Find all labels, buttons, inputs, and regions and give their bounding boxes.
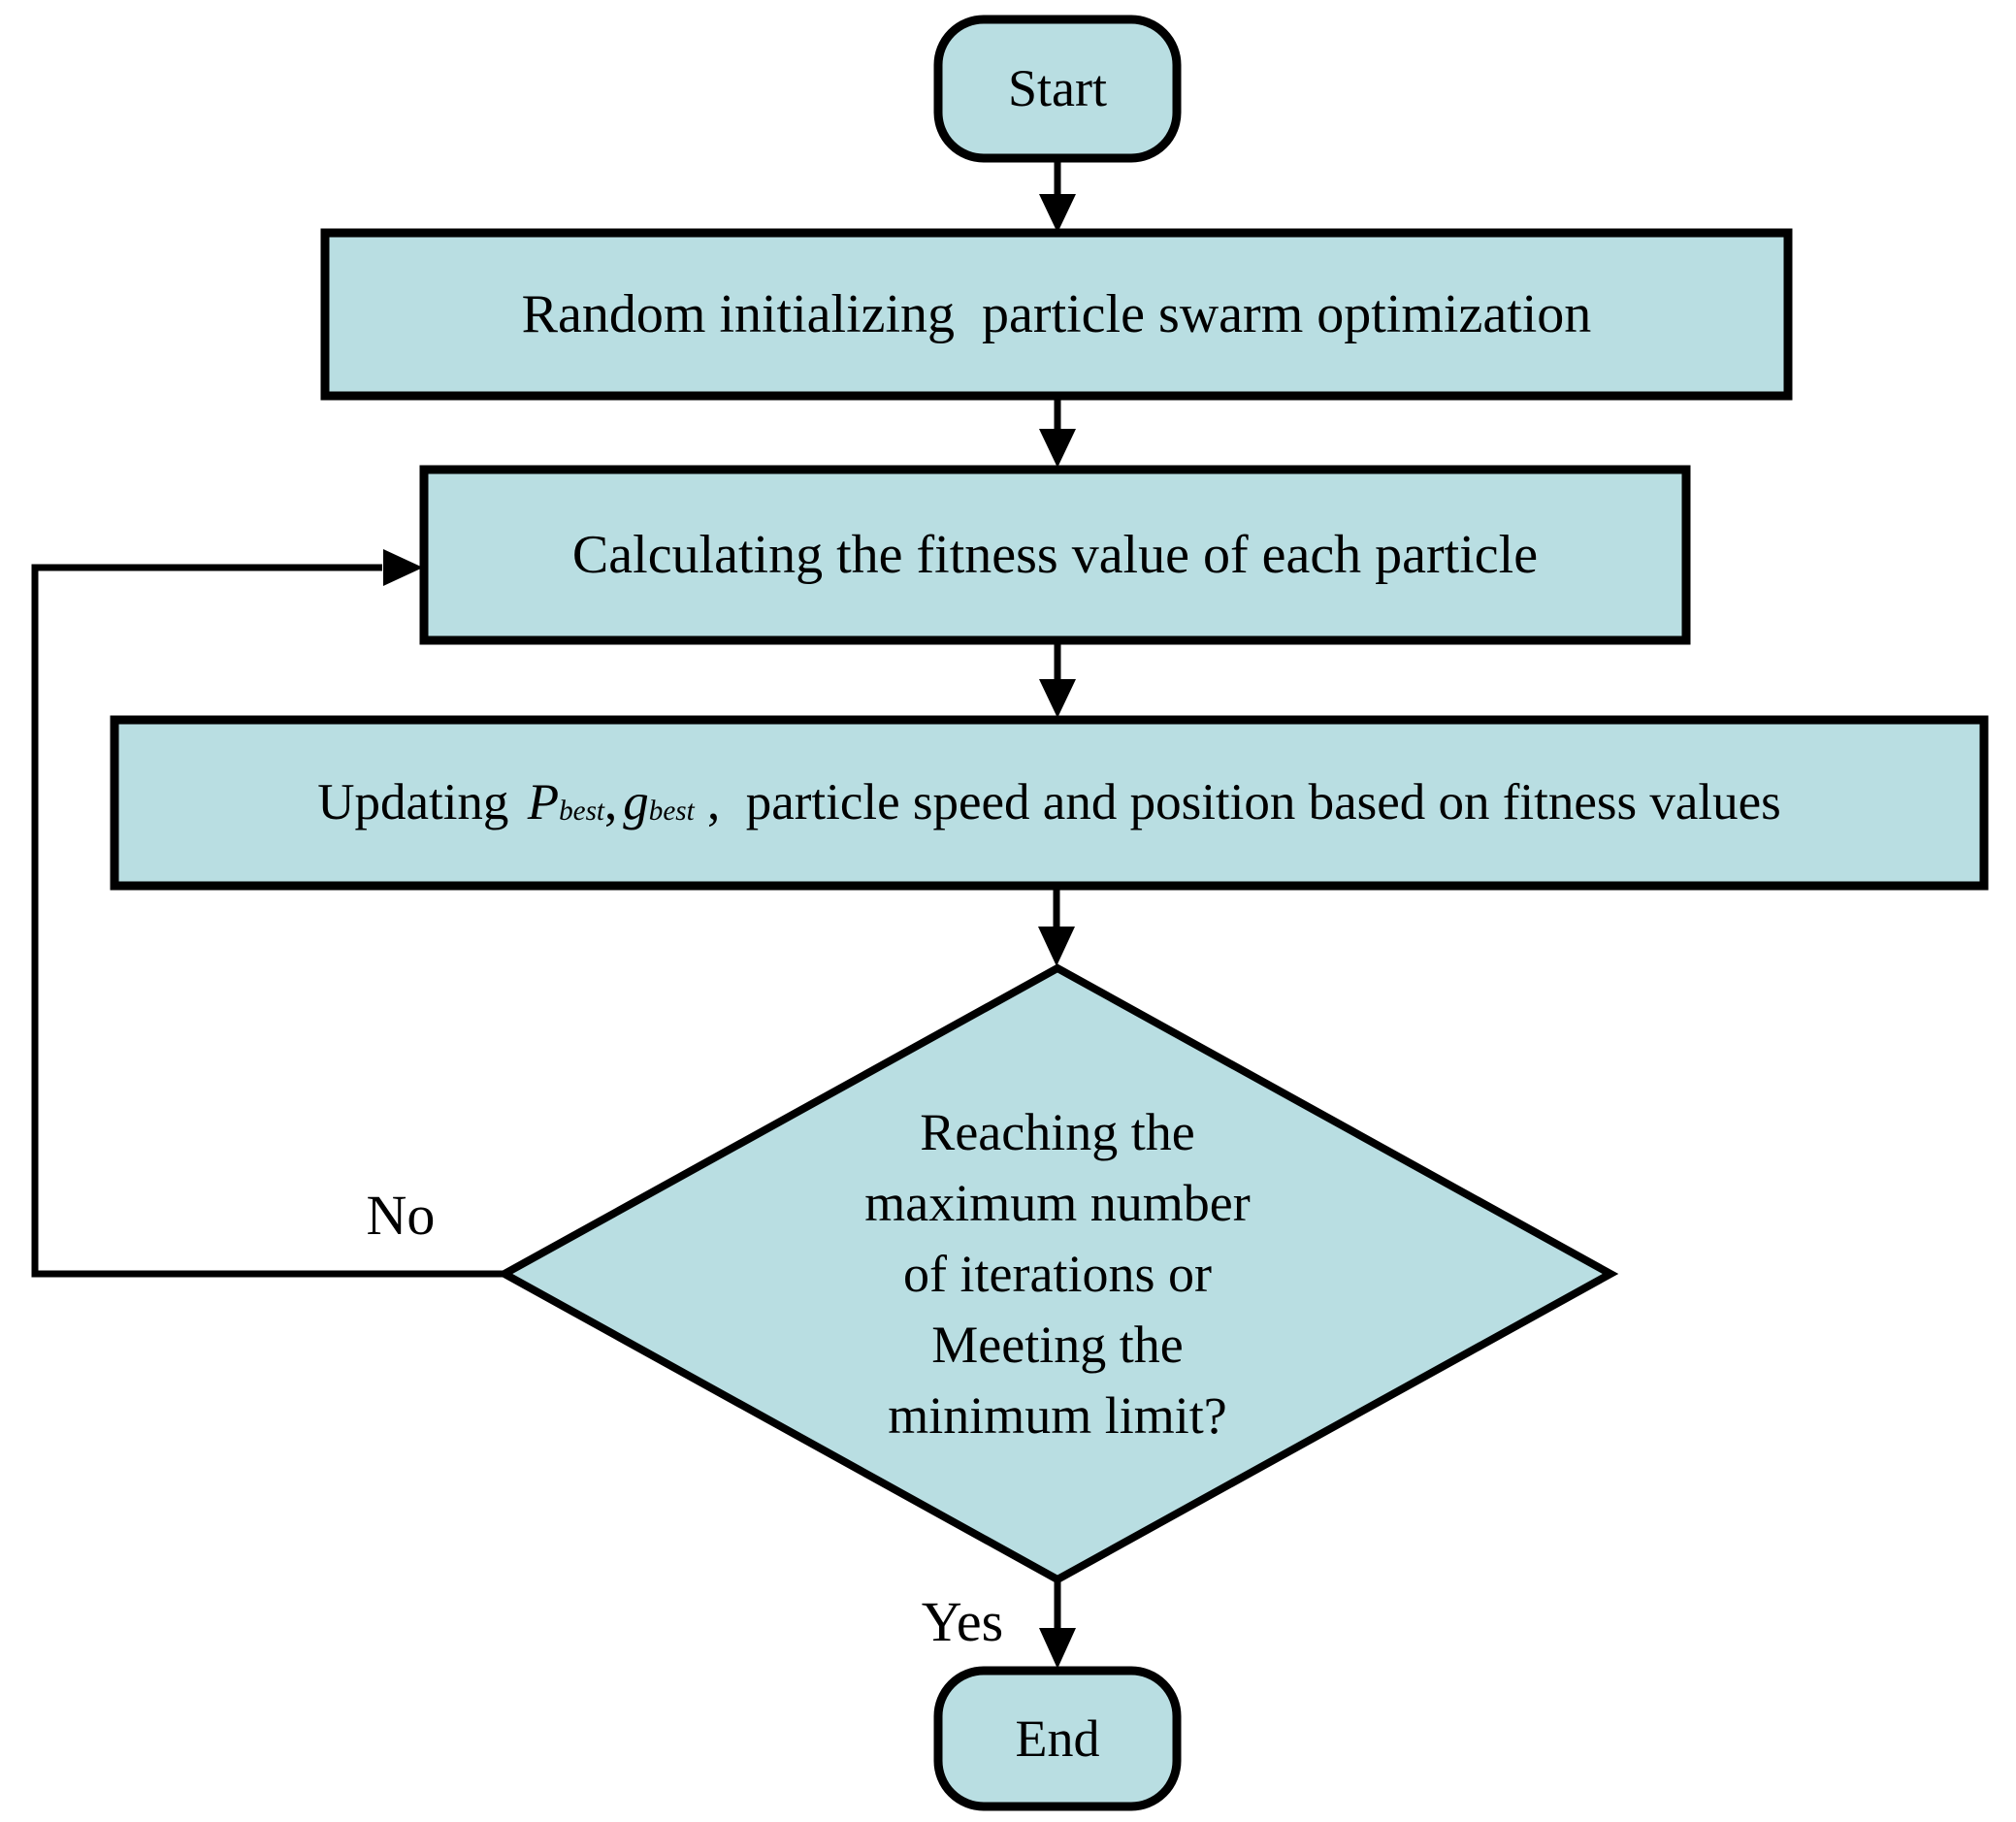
- init-node-label: Random initializing particle swarm optim…: [521, 283, 1592, 344]
- arrow-init-to-fitness: [1039, 396, 1076, 468]
- no-loop-connector: [31, 549, 504, 1278]
- updating-label-comma: ,: [694, 774, 733, 831]
- fitness-node-label: Calculating the fitness value of each pa…: [571, 524, 1539, 585]
- end-node-shape: [933, 1666, 1182, 1811]
- start-node-label: Start: [1008, 59, 1107, 118]
- decision-line-2: maximum number: [864, 1173, 1251, 1232]
- decision-node-label: Reaching the maximum number of iteration…: [621, 1094, 1494, 1453]
- updating-label-separator: ,: [604, 774, 618, 831]
- decision-line-3: of iterations or: [903, 1244, 1212, 1303]
- decision-line-5: minimum limit?: [888, 1385, 1227, 1445]
- decision-node-shape: [496, 963, 1619, 1584]
- no-edge-label: No: [366, 1183, 436, 1247]
- arrow-start-to-init: [1039, 158, 1076, 233]
- init-node-shape: [320, 228, 1793, 401]
- yes-edge-label: Yes: [921, 1589, 1004, 1653]
- updating-label-suffix: particle speed and position based on fit…: [732, 774, 1781, 831]
- decision-line-4: Meeting the: [931, 1315, 1184, 1374]
- updating-node-shape: [110, 715, 1989, 891]
- start-node-shape: [933, 15, 1182, 163]
- arrow-decision-to-end: [1039, 1579, 1076, 1669]
- end-node-label: End: [1015, 1708, 1100, 1768]
- updating-label-prefix: Updating: [317, 774, 522, 831]
- p-best-variable: P: [527, 774, 560, 831]
- g-best-variable: g: [623, 774, 649, 831]
- decision-line-1: Reaching the: [920, 1102, 1195, 1161]
- arrow-fitness-to-updating: [1039, 640, 1076, 718]
- arrow-updating-to-decision: [1038, 886, 1075, 966]
- fitness-node-shape: [419, 465, 1691, 645]
